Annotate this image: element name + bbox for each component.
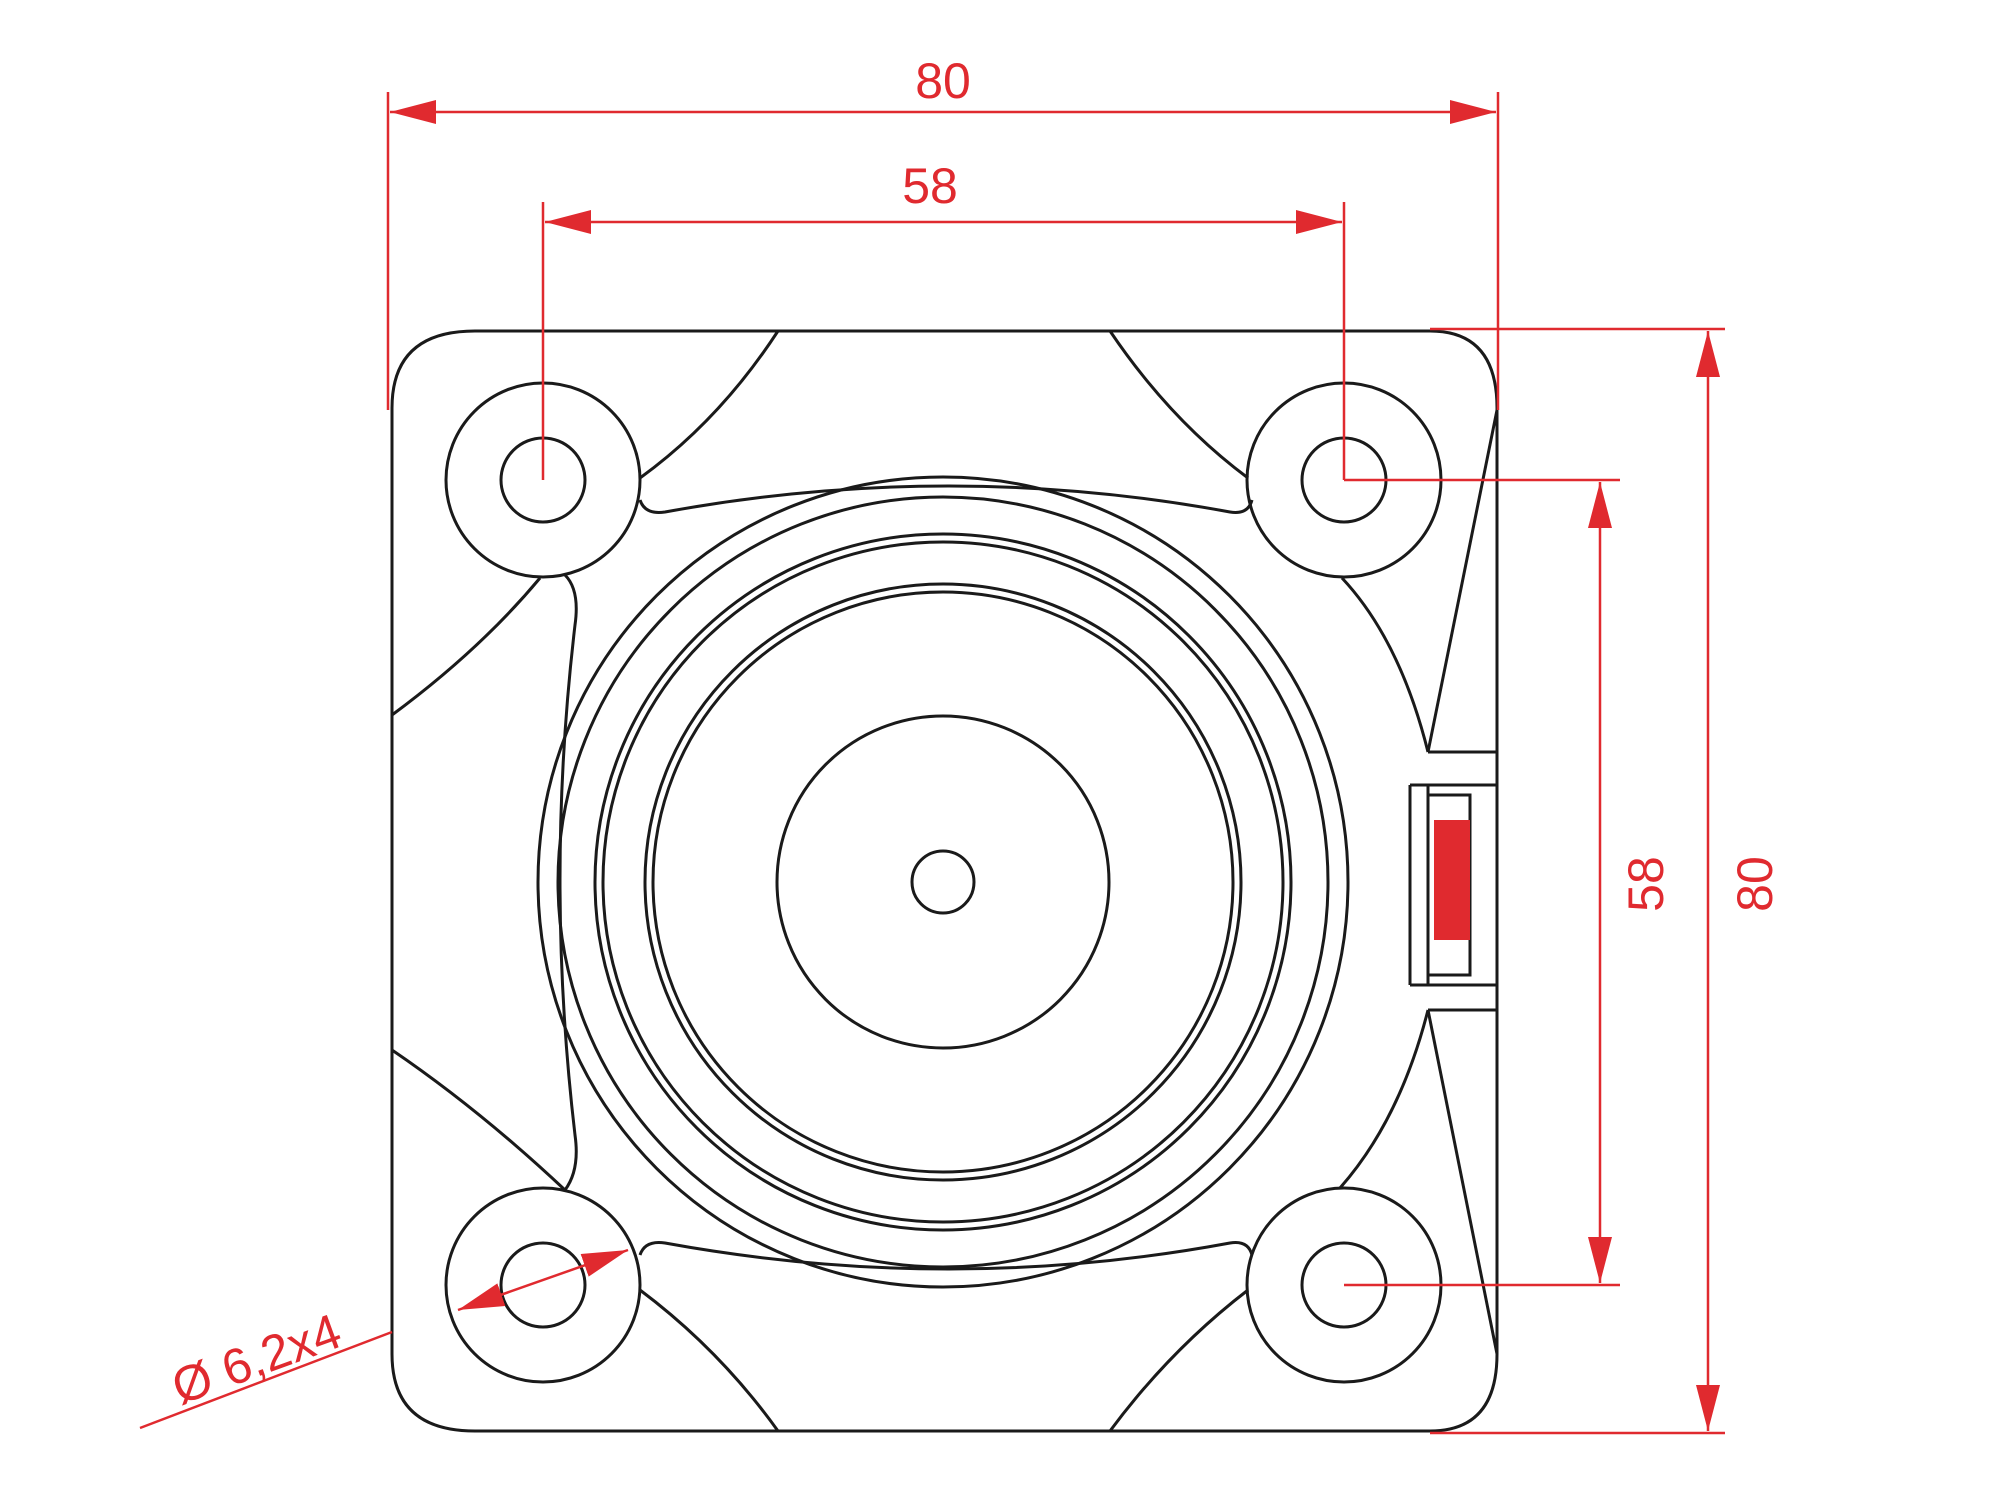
mount-boss-bottom-left <box>444 1186 642 1384</box>
connector-housing <box>1428 750 1499 1012</box>
rotor-ring-outer <box>593 532 1293 1232</box>
rotor-ring-inner <box>601 540 1285 1224</box>
dimension-line-hole-diameter <box>457 1248 629 1312</box>
right-bevel-lower <box>1426 1009 1499 1355</box>
shaft-circle <box>910 849 976 915</box>
blade-right-lower <box>1338 1009 1430 1189</box>
blade-left-lower <box>391 1048 567 1192</box>
venturi-outer <box>536 475 1350 1289</box>
dimension-label-hole-spacing-vertical: 58 <box>1618 856 1674 912</box>
strut-bottom <box>638 1241 1254 1271</box>
hub-circle <box>775 714 1111 1050</box>
blade-bottom-left <box>639 1288 780 1432</box>
frame-outline <box>390 329 1499 1433</box>
blade-right-upper <box>1340 576 1430 753</box>
mount-hole-bottom-left <box>499 1241 587 1329</box>
blade-top-left <box>639 330 780 480</box>
strut-left <box>558 573 578 1191</box>
dimension-label-hole-diameter: Ø 6,2x4 <box>165 1303 349 1416</box>
dimension-label-overall-width: 80 <box>915 53 971 109</box>
leader-line-hole-diameter <box>139 1330 393 1430</box>
strut-top <box>638 484 1254 514</box>
venturi-inner <box>556 495 1330 1269</box>
dimension-annotations: 80 58 58 80 Ø 6,2x4 <box>139 53 1783 1435</box>
blade-bottom-right <box>1108 1288 1249 1432</box>
blade-left-upper <box>391 577 542 717</box>
dimension-label-hole-spacing-horizontal: 58 <box>902 158 958 214</box>
impeller-rim-outer <box>643 582 1243 1182</box>
right-bevel-upper <box>1426 409 1499 753</box>
dimension-label-overall-height: 80 <box>1727 856 1783 912</box>
blade-top-right <box>1108 330 1249 480</box>
connector-indicator <box>1434 820 1470 940</box>
impeller-rim-inner <box>651 590 1235 1174</box>
fan-housing <box>390 329 1499 1433</box>
